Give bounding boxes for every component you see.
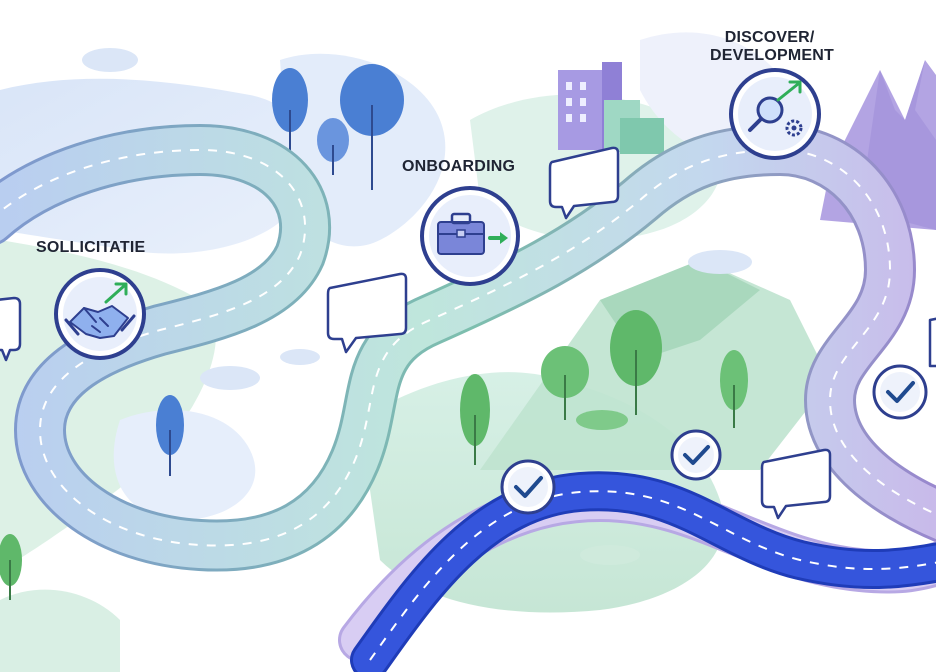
tree (156, 395, 184, 476)
cloud (200, 366, 260, 390)
checkmark-icon (683, 445, 710, 465)
stage-label-onboarding: ONBOARDING (402, 158, 515, 175)
checkmark-icon (514, 476, 543, 498)
gear-icon (785, 119, 803, 137)
cloud (280, 349, 320, 365)
speech-bubble-icon (760, 448, 832, 520)
buildings (558, 62, 664, 154)
speech-bubble-icon (928, 317, 936, 368)
road-path (0, 123, 936, 572)
speech-bubbles (0, 146, 936, 520)
handshake-icon (64, 282, 136, 339)
stage-label-discover: DISCOVER/ DEVELOPMENT (710, 29, 834, 64)
tree (317, 118, 349, 175)
magnifier-gear-icon (748, 80, 803, 137)
briefcase-arrow-icon (437, 212, 508, 255)
cloud (580, 545, 640, 565)
stage-onboarding[interactable]: ONBOARDING (402, 158, 520, 286)
road-final (350, 471, 936, 672)
checkmark-icon (886, 381, 915, 403)
stage-label-line2: DEVELOPMENT (710, 47, 834, 64)
milestone-check-m3[interactable] (872, 364, 928, 420)
speech-bubble-icon (0, 296, 22, 362)
speech-bubble-icon (326, 272, 408, 354)
tree (541, 346, 589, 420)
tree (0, 534, 22, 600)
stage-sollicitatie[interactable]: SOLLICITATIE (36, 239, 146, 360)
tree (460, 374, 490, 465)
cloud (82, 48, 138, 72)
trees (0, 64, 748, 600)
milestone-check-m1[interactable] (500, 459, 556, 515)
stage-discover-development[interactable]: DISCOVER/ DEVELOPMENT (710, 29, 834, 160)
growth-arrow-icon (104, 284, 126, 304)
stage-label-sollicitatie: SOLLICITATIE (36, 239, 145, 256)
tree (610, 310, 662, 415)
stage-label-line1: DISCOVER/ (725, 29, 815, 46)
tree (272, 68, 308, 155)
growth-arrow-icon (776, 82, 800, 102)
milestone-check-m2[interactable] (670, 429, 722, 481)
tree (720, 350, 748, 428)
speech-bubble-icon (548, 146, 620, 220)
tree (340, 64, 404, 190)
clouds (82, 48, 752, 565)
cloud (688, 250, 752, 274)
